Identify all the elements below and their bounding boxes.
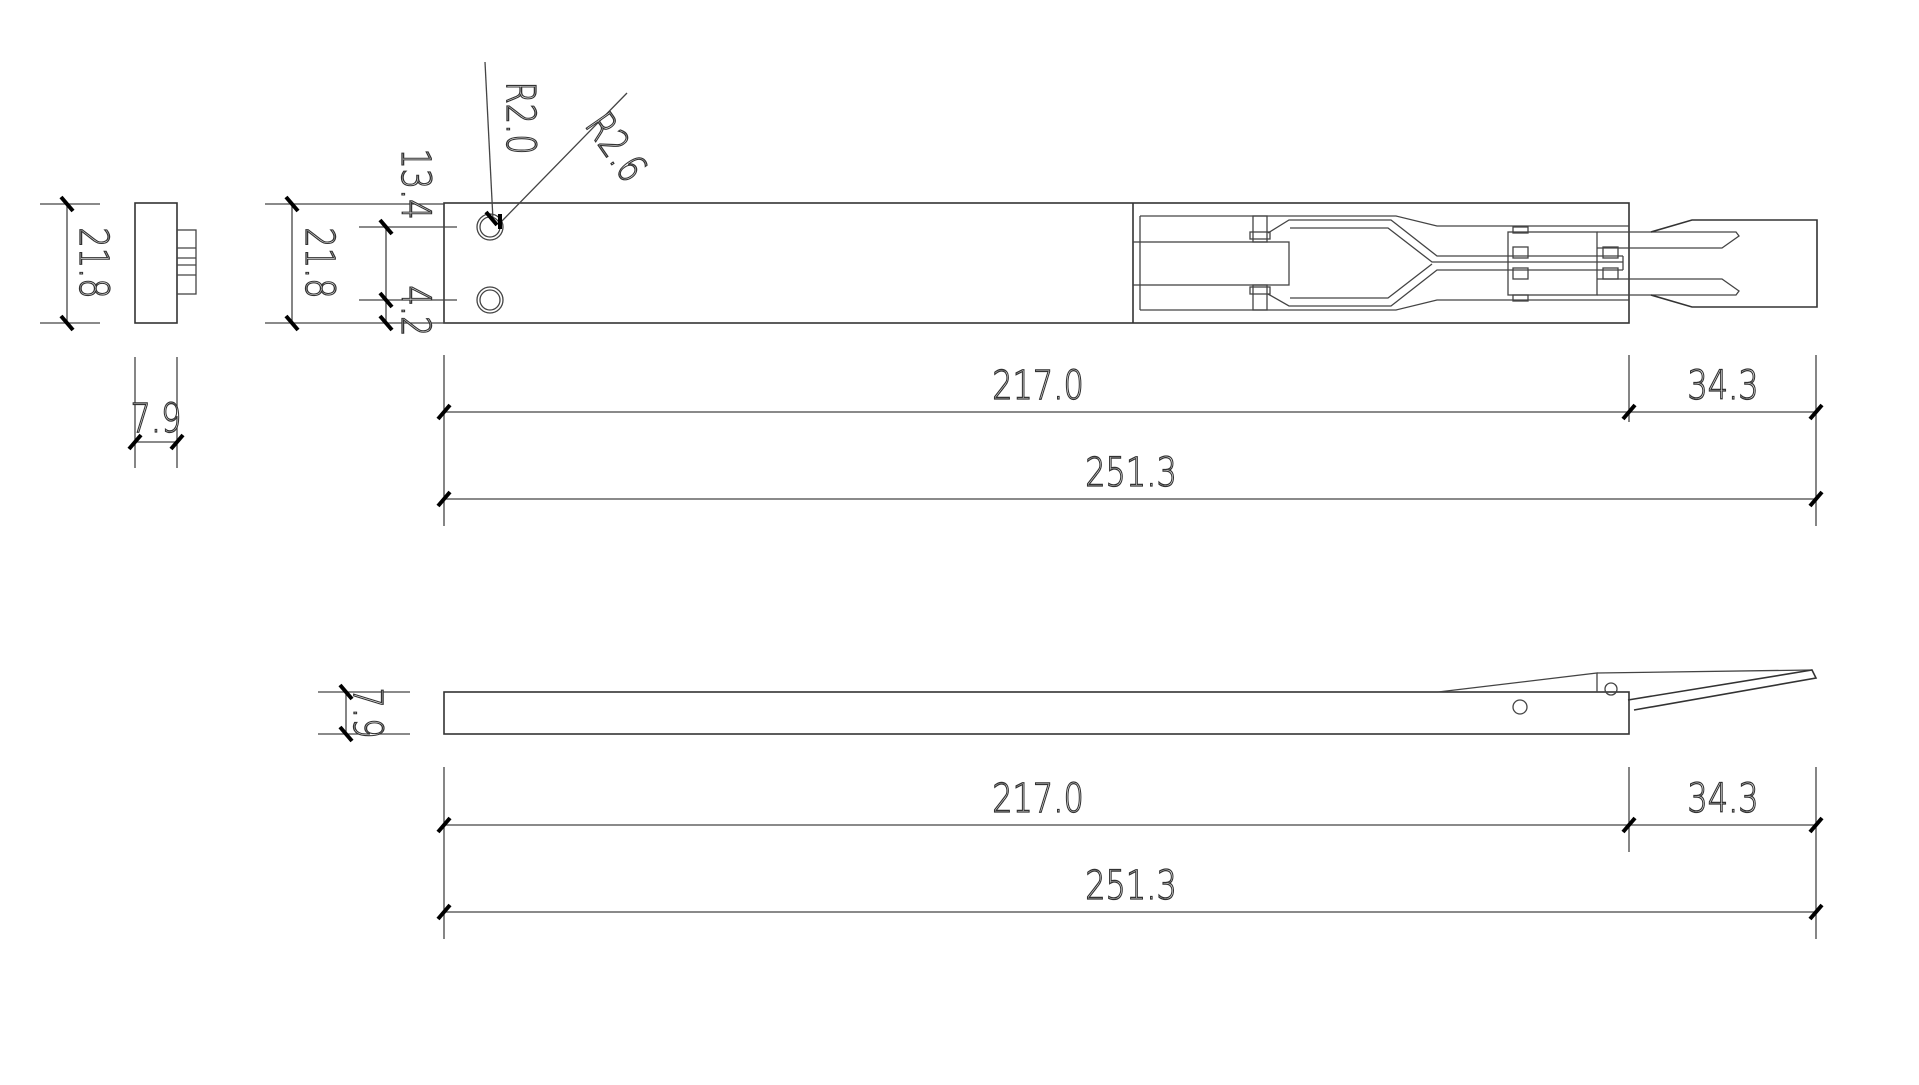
end-view: 21.8 7.9	[40, 195, 197, 468]
pin	[1252, 284, 1268, 311]
hole-offset-label: 4.2	[392, 286, 439, 337]
end-view-body	[134, 202, 178, 324]
end-view-thickness-label: 7.9	[131, 394, 182, 441]
hole	[1512, 699, 1528, 715]
lever	[1627, 669, 1818, 711]
pivot	[1604, 682, 1618, 696]
hole-spacing-label: 13.4	[392, 148, 439, 219]
tip-outline	[1650, 219, 1818, 308]
hole-radius-label: R2.0	[497, 81, 544, 154]
side-body-outline	[443, 691, 1630, 735]
leader-line	[484, 61, 494, 221]
top-view-height-label: 21.8	[296, 227, 343, 298]
slider-block	[1132, 241, 1290, 286]
leader-line	[499, 92, 628, 224]
clamp-block	[1507, 231, 1598, 296]
side-body-length-label: 217.0	[992, 774, 1084, 821]
hole	[476, 286, 504, 314]
hole-outer-radius-label: R2.6	[576, 104, 657, 191]
top-tip-length-label: 34.3	[1687, 361, 1758, 408]
top-body-length-label: 217.0	[992, 361, 1084, 408]
top-overall-length-label: 251.3	[1085, 448, 1177, 495]
side-overall-length-label: 251.3	[1085, 861, 1177, 908]
pin	[1252, 215, 1268, 243]
side-tip-length-label: 34.3	[1687, 774, 1758, 821]
body-outline	[443, 202, 1630, 324]
end-view-tab	[176, 229, 197, 295]
side-view: 7.9 217.0 34.3 251.3	[318, 669, 1824, 939]
top-view: R2.0 R2.6 21.8 13.4 4.2 217.0 34.3 251.3	[265, 61, 1824, 526]
end-view-height-label: 21.8	[70, 227, 117, 298]
side-thickness-label: 7.9	[344, 688, 391, 739]
